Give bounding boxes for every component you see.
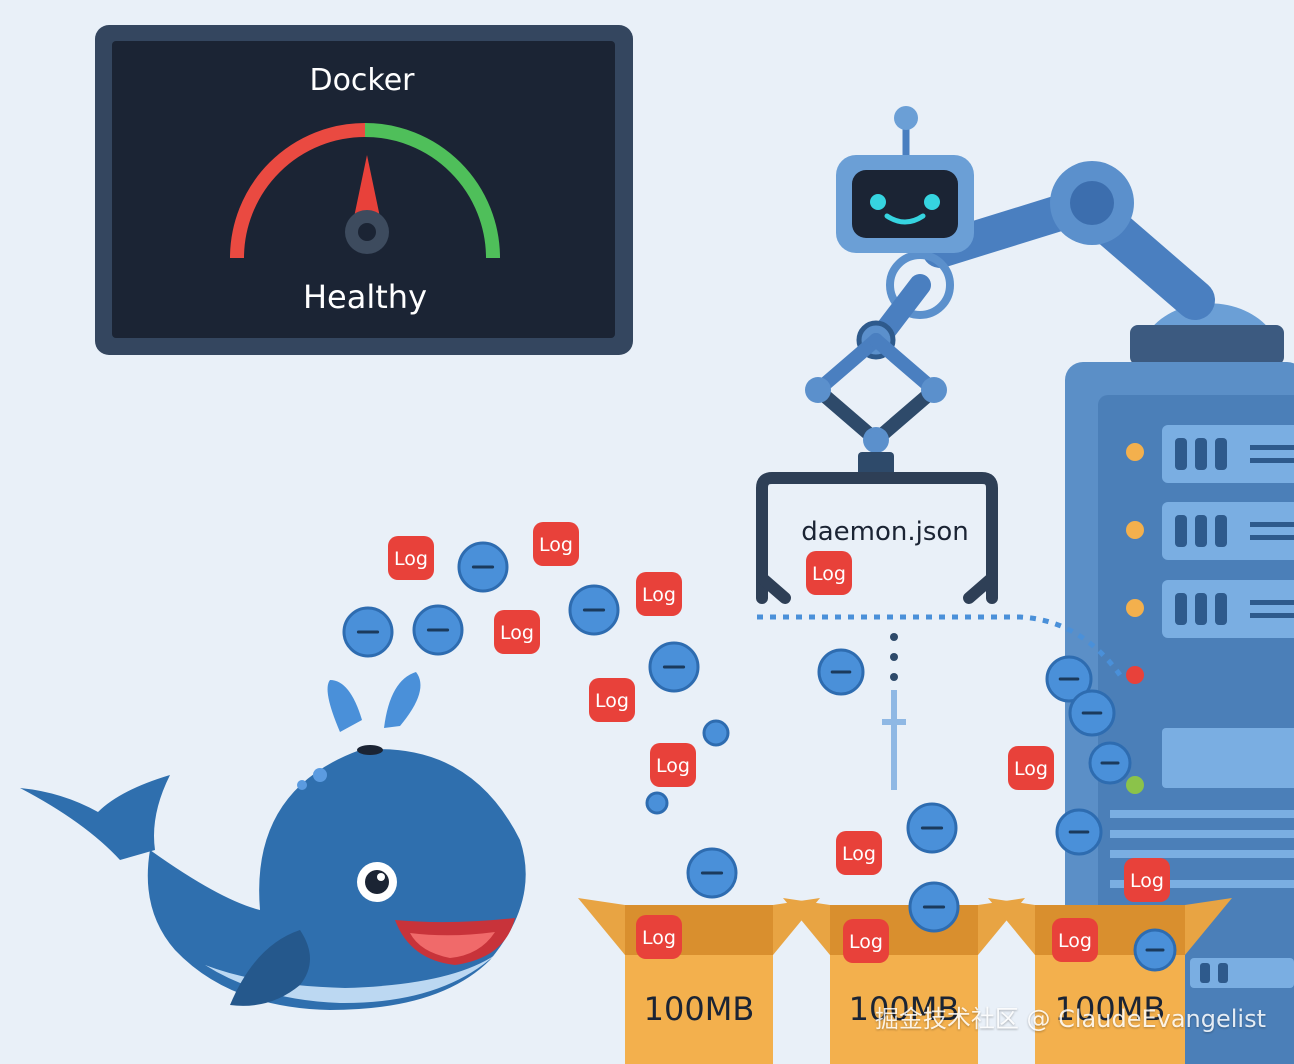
log-badge: Log bbox=[636, 572, 682, 616]
status-led bbox=[1126, 521, 1144, 539]
clock-icon bbox=[1068, 689, 1116, 737]
gauge-icon bbox=[230, 123, 500, 259]
status-led bbox=[1126, 666, 1144, 684]
log-badge: Log bbox=[650, 743, 696, 787]
server-icon bbox=[1065, 303, 1294, 1064]
clock-icon bbox=[906, 802, 958, 854]
storage-box-1: 100MB bbox=[578, 898, 820, 1064]
monitor-title: Docker bbox=[309, 63, 415, 98]
log-badge-label: Log bbox=[1130, 870, 1164, 892]
docker-monitor: Docker Healthy bbox=[95, 25, 633, 355]
log-badge-label: Log bbox=[849, 931, 883, 953]
log-badge: Log bbox=[1052, 918, 1098, 962]
log-badge-label: Log bbox=[656, 755, 690, 777]
log-badge: Log bbox=[843, 919, 889, 963]
log-badge-label: Log bbox=[642, 927, 676, 949]
clock-icon bbox=[817, 648, 865, 696]
status-led bbox=[1126, 776, 1144, 794]
status-led bbox=[1126, 599, 1144, 617]
log-bubbles bbox=[342, 541, 1177, 972]
log-badge-label: Log bbox=[842, 843, 876, 865]
clock-icon bbox=[1088, 741, 1132, 785]
box-size-label: 100MB bbox=[1055, 990, 1166, 1028]
box-size-label: 100MB bbox=[849, 990, 960, 1028]
server-slots bbox=[1110, 425, 1294, 988]
storage-box-2: 100MB bbox=[783, 898, 1025, 1064]
log-badge-label: Log bbox=[595, 690, 629, 712]
log-badge-label: Log bbox=[500, 622, 534, 644]
log-badge: Log bbox=[806, 551, 852, 595]
clock-icon bbox=[645, 791, 669, 815]
log-badge: Log bbox=[388, 536, 434, 580]
flow-lines bbox=[757, 614, 1123, 790]
whale-icon bbox=[20, 672, 526, 1010]
clock-icon bbox=[1045, 655, 1093, 703]
log-badge: Log bbox=[1008, 746, 1054, 790]
log-badge: Log bbox=[1124, 858, 1170, 902]
log-badge-label: Log bbox=[1014, 758, 1048, 780]
status-led bbox=[1126, 443, 1144, 461]
clock-icon bbox=[648, 641, 700, 693]
log-badge: Log bbox=[589, 678, 635, 722]
log-badge: Log bbox=[836, 831, 882, 875]
clock-icon bbox=[457, 541, 509, 593]
log-badge-label: Log bbox=[394, 548, 428, 570]
clock-icon bbox=[908, 881, 960, 933]
log-badge-label: Log bbox=[642, 584, 676, 606]
log-badge: Log bbox=[533, 522, 579, 566]
log-badge: Log bbox=[494, 610, 540, 654]
clock-icon bbox=[412, 604, 464, 656]
log-badge: Log bbox=[636, 915, 682, 959]
robot-icon bbox=[836, 106, 974, 253]
clock-icon bbox=[702, 719, 730, 747]
robot-arm: daemon.json Log bbox=[756, 161, 1215, 604]
clock-icon bbox=[686, 847, 738, 899]
log-badge-label: Log bbox=[1058, 930, 1092, 952]
clock-icon bbox=[568, 584, 620, 636]
clock-icon bbox=[1133, 928, 1177, 972]
monitor-status: Healthy bbox=[303, 278, 427, 316]
log-badge-label: Log bbox=[812, 563, 846, 585]
box-size-label: 100MB bbox=[644, 990, 755, 1028]
clock-icon bbox=[1055, 808, 1103, 856]
watermark: 掘金技术社区 @ ClaudeEvangelist bbox=[874, 1005, 1266, 1033]
clock-icon bbox=[342, 606, 394, 658]
config-label: daemon.json bbox=[801, 517, 969, 547]
log-badge-label: Log bbox=[539, 534, 573, 556]
